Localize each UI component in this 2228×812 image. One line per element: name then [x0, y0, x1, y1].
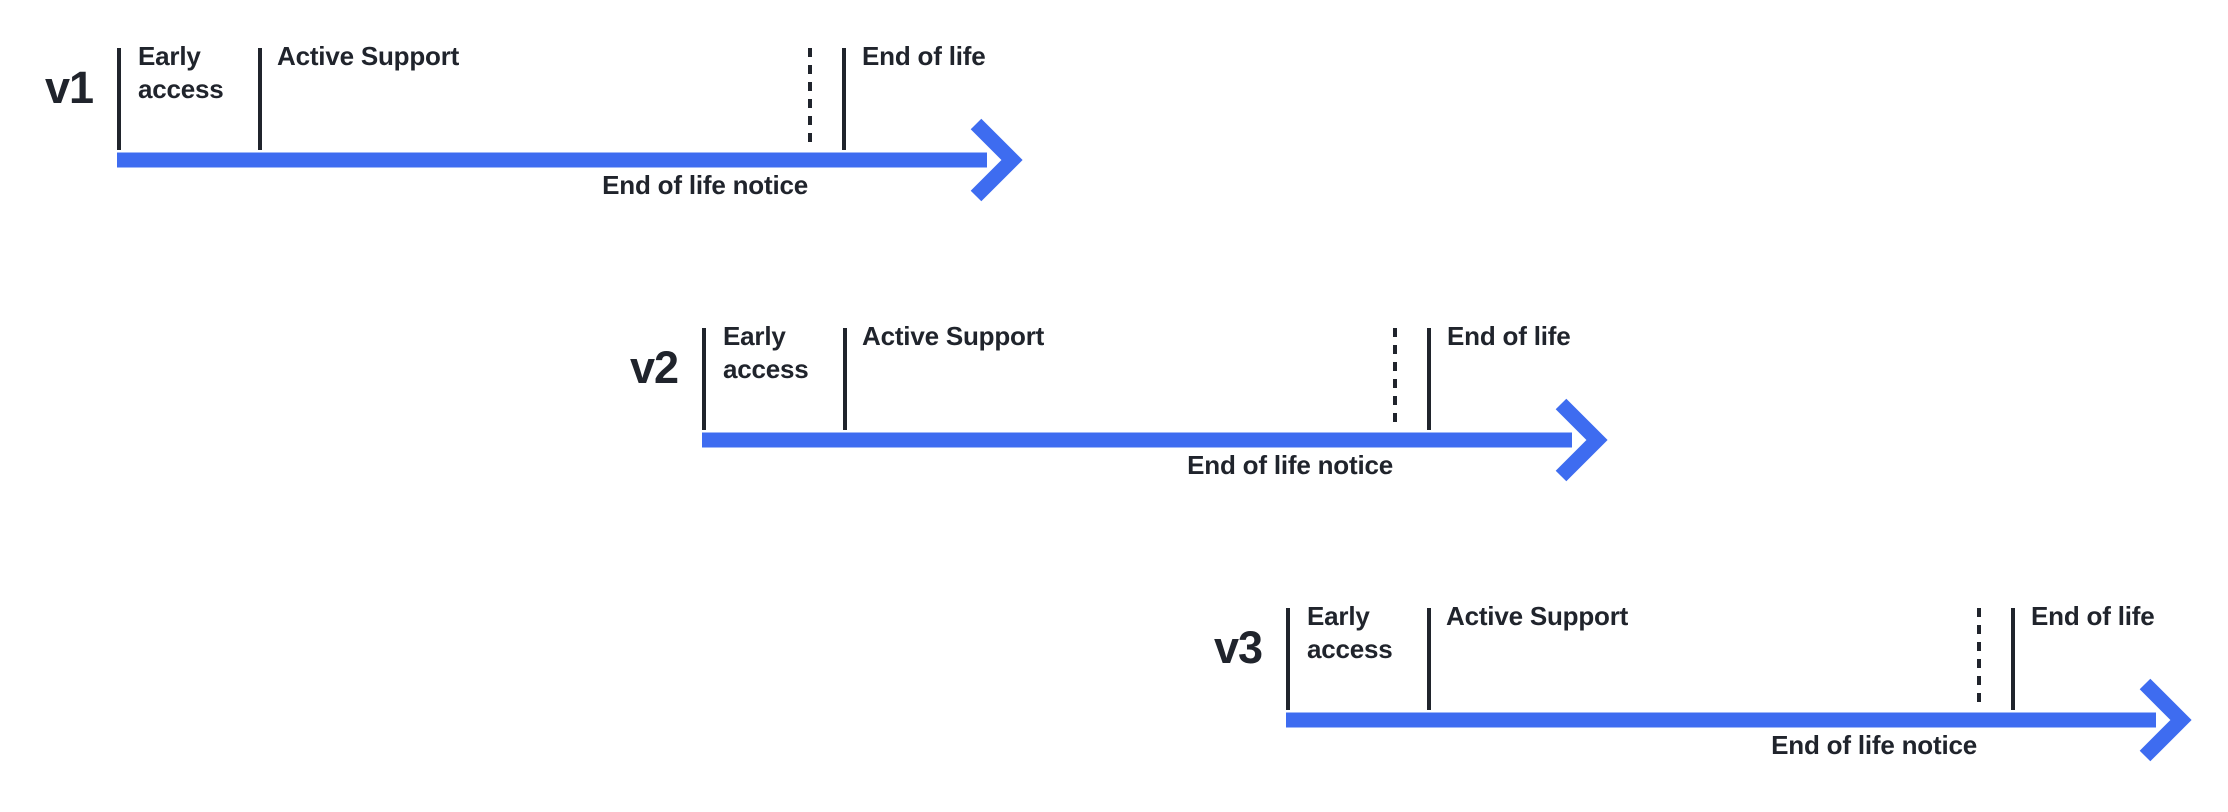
- arrow-right-icon: [1286, 678, 2192, 762]
- arrow-right-icon: [117, 118, 1023, 202]
- end-of-life-notice-label: End of life notice: [1771, 730, 1977, 760]
- early-access-label: Early access: [138, 41, 224, 104]
- end-of-life-label: End of life: [1447, 321, 1571, 351]
- end-of-life-notice-label: End of life notice: [1187, 450, 1393, 480]
- timeline-v2: v2 Early access Active Support End of li…: [518, 313, 1658, 513]
- end-of-life-notice-tick: [808, 48, 812, 150]
- early-access-label: Early access: [1307, 601, 1393, 664]
- end-of-life-label: End of life: [2031, 601, 2155, 631]
- timeline-v3: v3 Early access Active Support End of li…: [1102, 593, 2228, 793]
- arrow-right-icon: [702, 398, 1608, 482]
- end-of-life-label: End of life: [862, 41, 986, 71]
- end-of-life-notice-tick: [1393, 328, 1397, 430]
- early-access-start-tick: [702, 328, 706, 430]
- active-support-start-tick: [258, 48, 262, 150]
- timeline-v1: v1 Early access Active Support End of li…: [0, 33, 1073, 233]
- active-support-label: Active Support: [1446, 601, 1629, 631]
- early-access-label: Early access: [723, 321, 809, 384]
- active-support-start-tick: [1427, 608, 1431, 710]
- end-of-life-notice-tick: [1977, 608, 1981, 710]
- version-label: v3: [1213, 622, 1263, 673]
- version-label: v1: [44, 62, 94, 113]
- version-label: v2: [629, 342, 679, 393]
- active-support-label: Active Support: [277, 41, 460, 71]
- active-support-start-tick: [843, 328, 847, 430]
- end-of-life-tick: [1427, 328, 1431, 430]
- end-of-life-tick: [2011, 608, 2015, 710]
- early-access-start-tick: [117, 48, 121, 150]
- end-of-life-tick: [842, 48, 846, 150]
- early-access-start-tick: [1286, 608, 1290, 710]
- end-of-life-notice-label: End of life notice: [602, 170, 808, 200]
- active-support-label: Active Support: [862, 321, 1045, 351]
